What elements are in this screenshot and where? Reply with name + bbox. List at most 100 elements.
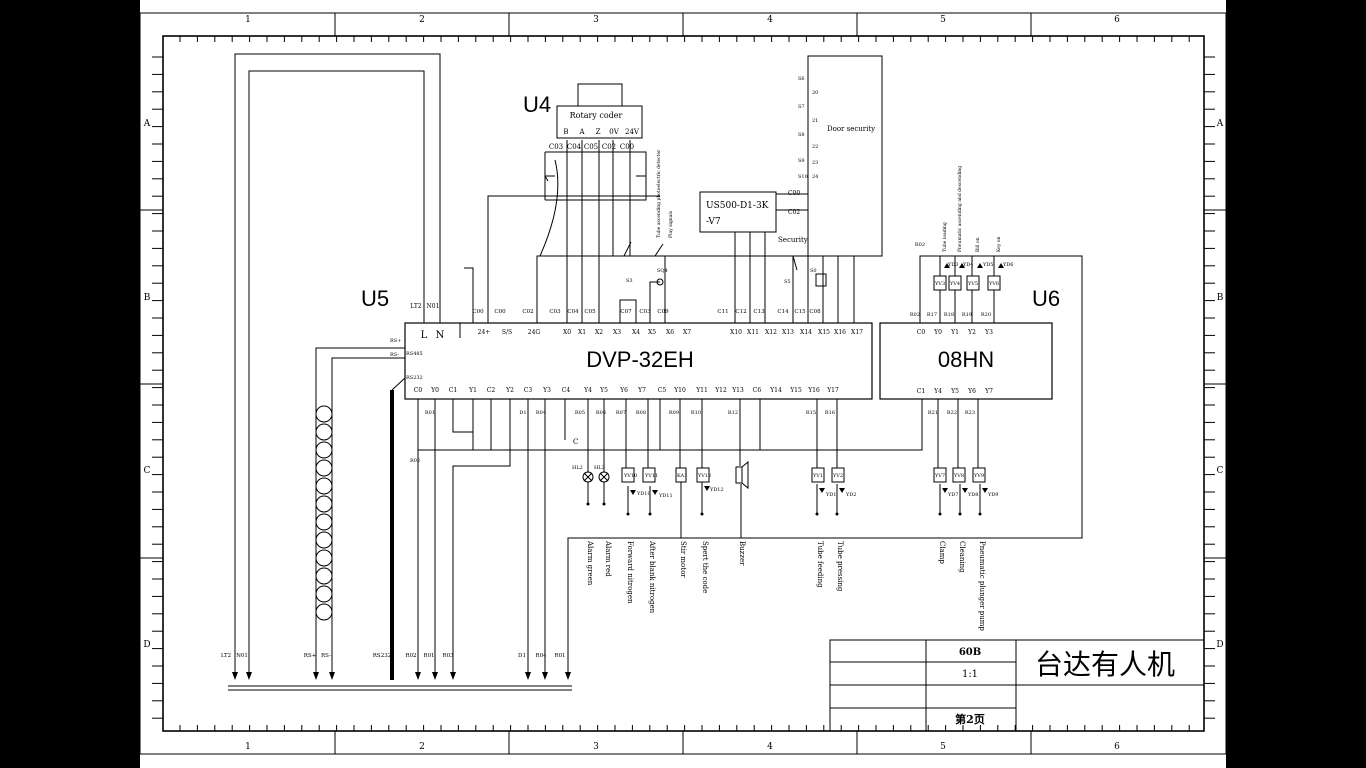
plc-bottom-pin: C1 (449, 387, 457, 394)
plc-box (404, 322, 873, 400)
ext-top-wire: R20 (981, 312, 991, 318)
plc-top-pin: X11 (747, 329, 759, 336)
s0-label: S0 (810, 268, 817, 274)
plc-bottom-pin: Y6 (619, 387, 628, 394)
plc-bottom-pin: Y15 (789, 387, 802, 394)
plc-bottom-pin: C3 (524, 387, 533, 394)
ext-bottom-pin: Y4 (933, 388, 942, 395)
sensor-load: Tube ascending photoelectric detector (656, 149, 662, 238)
power-wire: N01 (427, 303, 440, 310)
plc-top-pin: S/S (502, 329, 512, 336)
plc-top-wire: C03 (639, 309, 651, 315)
plc-bottom-pin: Y12 (714, 387, 727, 394)
coder-pins: B A Z 0V 24V C03 C04 C05 C02 C00 (549, 128, 640, 151)
hl-label: HL3 (594, 465, 605, 471)
col-label: 6 (1114, 742, 1120, 752)
output-label: Alarm red (604, 540, 612, 577)
ext-load: Pneumatic ascending and descending (957, 166, 963, 252)
plc-bottom-pin: Y4 (583, 387, 592, 394)
valve-label: KA1 (677, 473, 687, 479)
title-block (829, 639, 1205, 732)
door-r: S6 (798, 76, 805, 82)
ext-bottom-pin: Y7 (984, 388, 993, 395)
coder-wire: C04 (567, 143, 582, 151)
plc-bottom-pin: C6 (753, 387, 762, 394)
bus-label: N01 (236, 653, 248, 659)
plc-top-pin: X6 (666, 329, 674, 336)
output-label: Alarm green (586, 540, 594, 586)
plc-top-wire: C00 (472, 309, 484, 315)
us500-line1: US500-D1-3K (706, 201, 769, 211)
col-label: 5 (940, 742, 946, 752)
output-label: Spert the code (701, 541, 709, 593)
s5-label: S5 (784, 279, 791, 285)
valve-label: YV8 (953, 473, 964, 479)
diode-label: YD11 (658, 493, 673, 499)
power-wire: LT2 (410, 303, 421, 310)
ext-load: Tube loading (942, 222, 948, 252)
ext-top-pin: Y0 (933, 329, 942, 336)
coder-connector (544, 151, 647, 201)
valve-label: YV11 (644, 473, 658, 479)
plc-bottom-pin: C0 (414, 387, 423, 394)
output-label: Pneumatic plunger pump (978, 541, 986, 631)
coder-pin: B (563, 128, 568, 136)
valve-label: YV5 (967, 281, 978, 287)
plc-bottom-wire: R07 (616, 410, 626, 416)
row-label: A (143, 119, 151, 129)
door-n: 21 (812, 118, 818, 124)
arrow-heads (232, 672, 571, 680)
valve-label: YV12 (697, 473, 711, 479)
title-ratio: 1:1 (962, 669, 978, 680)
diode-label: YD4 (962, 262, 974, 268)
plc-top-wire: C12 (735, 309, 746, 315)
plc-L: L (421, 330, 428, 341)
door-r: S10 (798, 174, 808, 180)
valve-label: YV6 (988, 281, 999, 287)
col-label: 3 (593, 15, 599, 25)
plc-top-wire: C11 (717, 309, 728, 315)
valve-label: YV9 (973, 473, 984, 479)
ext-top-wire: R17 (927, 312, 937, 318)
plc-bottom-wire: R05 (575, 410, 585, 416)
plc-top-pin: X17 (851, 329, 863, 336)
diode-label: YD1 (825, 492, 837, 498)
plc-top-wire: C14 (777, 309, 789, 315)
plc-top-wire: C13 (753, 309, 765, 315)
comm-label: RS232 (406, 375, 423, 381)
bus-label: RS232 (373, 653, 391, 659)
door-n: 24 (812, 174, 818, 180)
ext-top-pin: Y3 (984, 329, 993, 336)
bus-label: D1 (518, 653, 526, 659)
plc-bottom-pin: Y2 (505, 387, 514, 394)
plc-top-pin: X5 (648, 329, 656, 336)
plc-bottom-pin: Y11 (695, 387, 708, 394)
plc-top-wire: C09 (657, 309, 669, 315)
col-label: 6 (1114, 15, 1120, 25)
row-label: D (143, 640, 150, 650)
ext-r02: R02 (915, 242, 925, 248)
coder-wire: C05 (584, 143, 598, 151)
ext-bottom-wire: R23 (965, 410, 975, 416)
wiring (234, 53, 1083, 676)
u6-tag: U6 (1032, 286, 1060, 311)
us500-line2: -V7 (706, 217, 721, 227)
plc-top-pin: X2 (595, 329, 603, 336)
diode-label: YD9 (987, 492, 999, 498)
hl-label: HL2 (572, 465, 583, 471)
valve-label: YV10 (623, 473, 637, 479)
ext-load: Bill on (975, 237, 981, 252)
plc-bottom-pin: Y1 (468, 387, 477, 394)
row-label: B (144, 293, 151, 303)
title-page: 第2页 (955, 712, 985, 726)
ext-top-pin: Y2 (967, 329, 976, 336)
plc-bottom-wire: R06 (596, 410, 606, 416)
valve-label: YV1 (812, 473, 823, 479)
